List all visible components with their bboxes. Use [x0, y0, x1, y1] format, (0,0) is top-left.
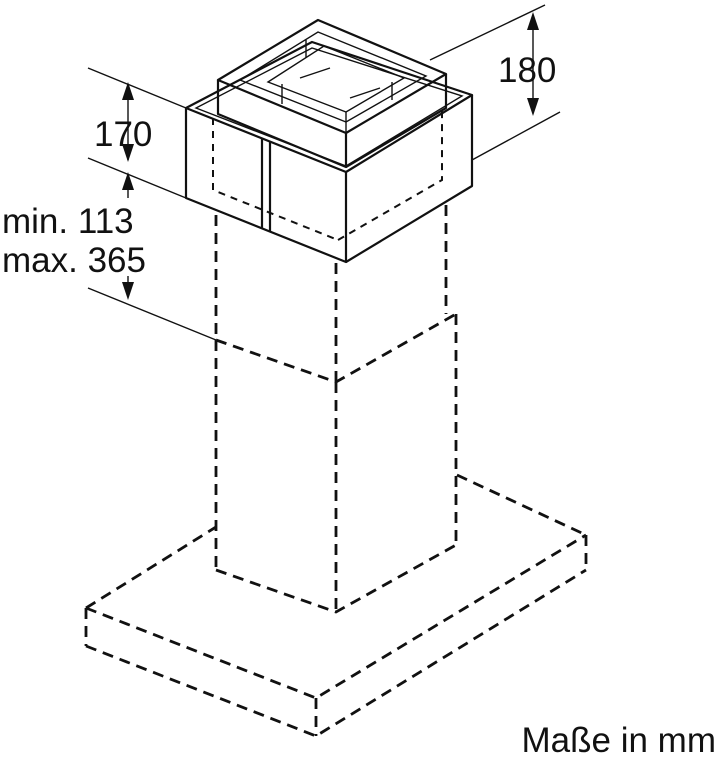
adapter-top-frame: [216, 18, 448, 169]
units-note: Maße in mm: [522, 721, 716, 759]
dimension-180-label: 180: [498, 51, 556, 90]
upper-chimney-outline: [214, 205, 448, 382]
dimension-gap-min-label: min. 113: [2, 202, 134, 241]
dimension-gap: min. 113 max. 365: [2, 172, 217, 341]
dimension-170: 170: [87, 67, 187, 199]
dimension-170-label: 170: [94, 115, 152, 154]
dimension-gap-max-label: max. 365: [2, 241, 146, 280]
dimension-180: 180: [429, 4, 561, 161]
adapter-box: [184, 40, 474, 264]
hood-canopy-outline: [84, 473, 588, 738]
